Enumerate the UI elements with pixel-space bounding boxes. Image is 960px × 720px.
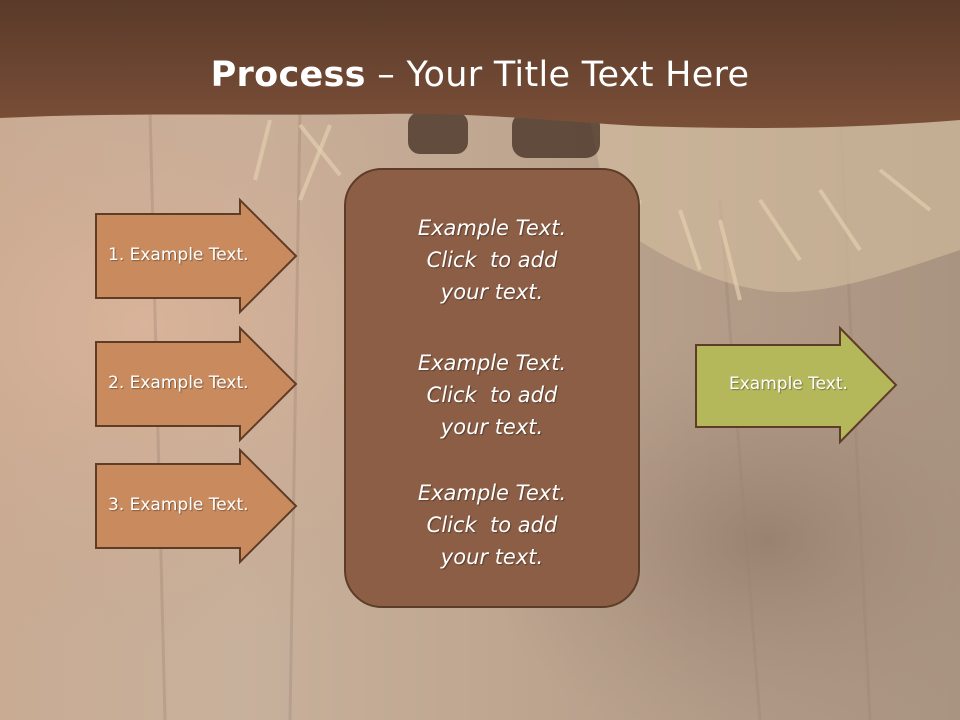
- step-arrow-2[interactable]: [95, 325, 298, 443]
- slide-title[interactable]: Process – Your Title Text Here: [0, 52, 960, 98]
- center-item-2-line1: Example Text.: [417, 351, 567, 375]
- center-item-1[interactable]: Example Text. Click to add your text.: [344, 212, 640, 308]
- step-label-3: 3. Example Text.: [108, 495, 249, 515]
- center-item-3-line3: your text.: [440, 545, 544, 569]
- title-bold: Process: [210, 55, 366, 95]
- center-item-1-line2: Click to add: [426, 248, 558, 272]
- center-item-3-line2: Click to add: [426, 513, 558, 537]
- result-label: Example Text.: [729, 374, 848, 394]
- center-content-box[interactable]: [344, 168, 640, 608]
- center-item-1-line1: Example Text.: [417, 216, 567, 240]
- center-item-2-line3: your text.: [440, 415, 544, 439]
- center-item-2[interactable]: Example Text. Click to add your text.: [344, 347, 640, 443]
- step-label-1: 1. Example Text.: [108, 245, 249, 265]
- result-arrow[interactable]: [695, 325, 898, 445]
- center-item-3[interactable]: Example Text. Click to add your text.: [344, 477, 640, 573]
- step-label-2: 2. Example Text.: [108, 373, 249, 393]
- step-arrow-3[interactable]: [95, 447, 298, 565]
- center-item-3-line1: Example Text.: [417, 481, 567, 505]
- title-rest: – Your Title Text Here: [365, 55, 750, 95]
- center-item-1-line3: your text.: [440, 280, 544, 304]
- center-item-2-line2: Click to add: [426, 383, 558, 407]
- step-arrow-1[interactable]: [95, 197, 298, 315]
